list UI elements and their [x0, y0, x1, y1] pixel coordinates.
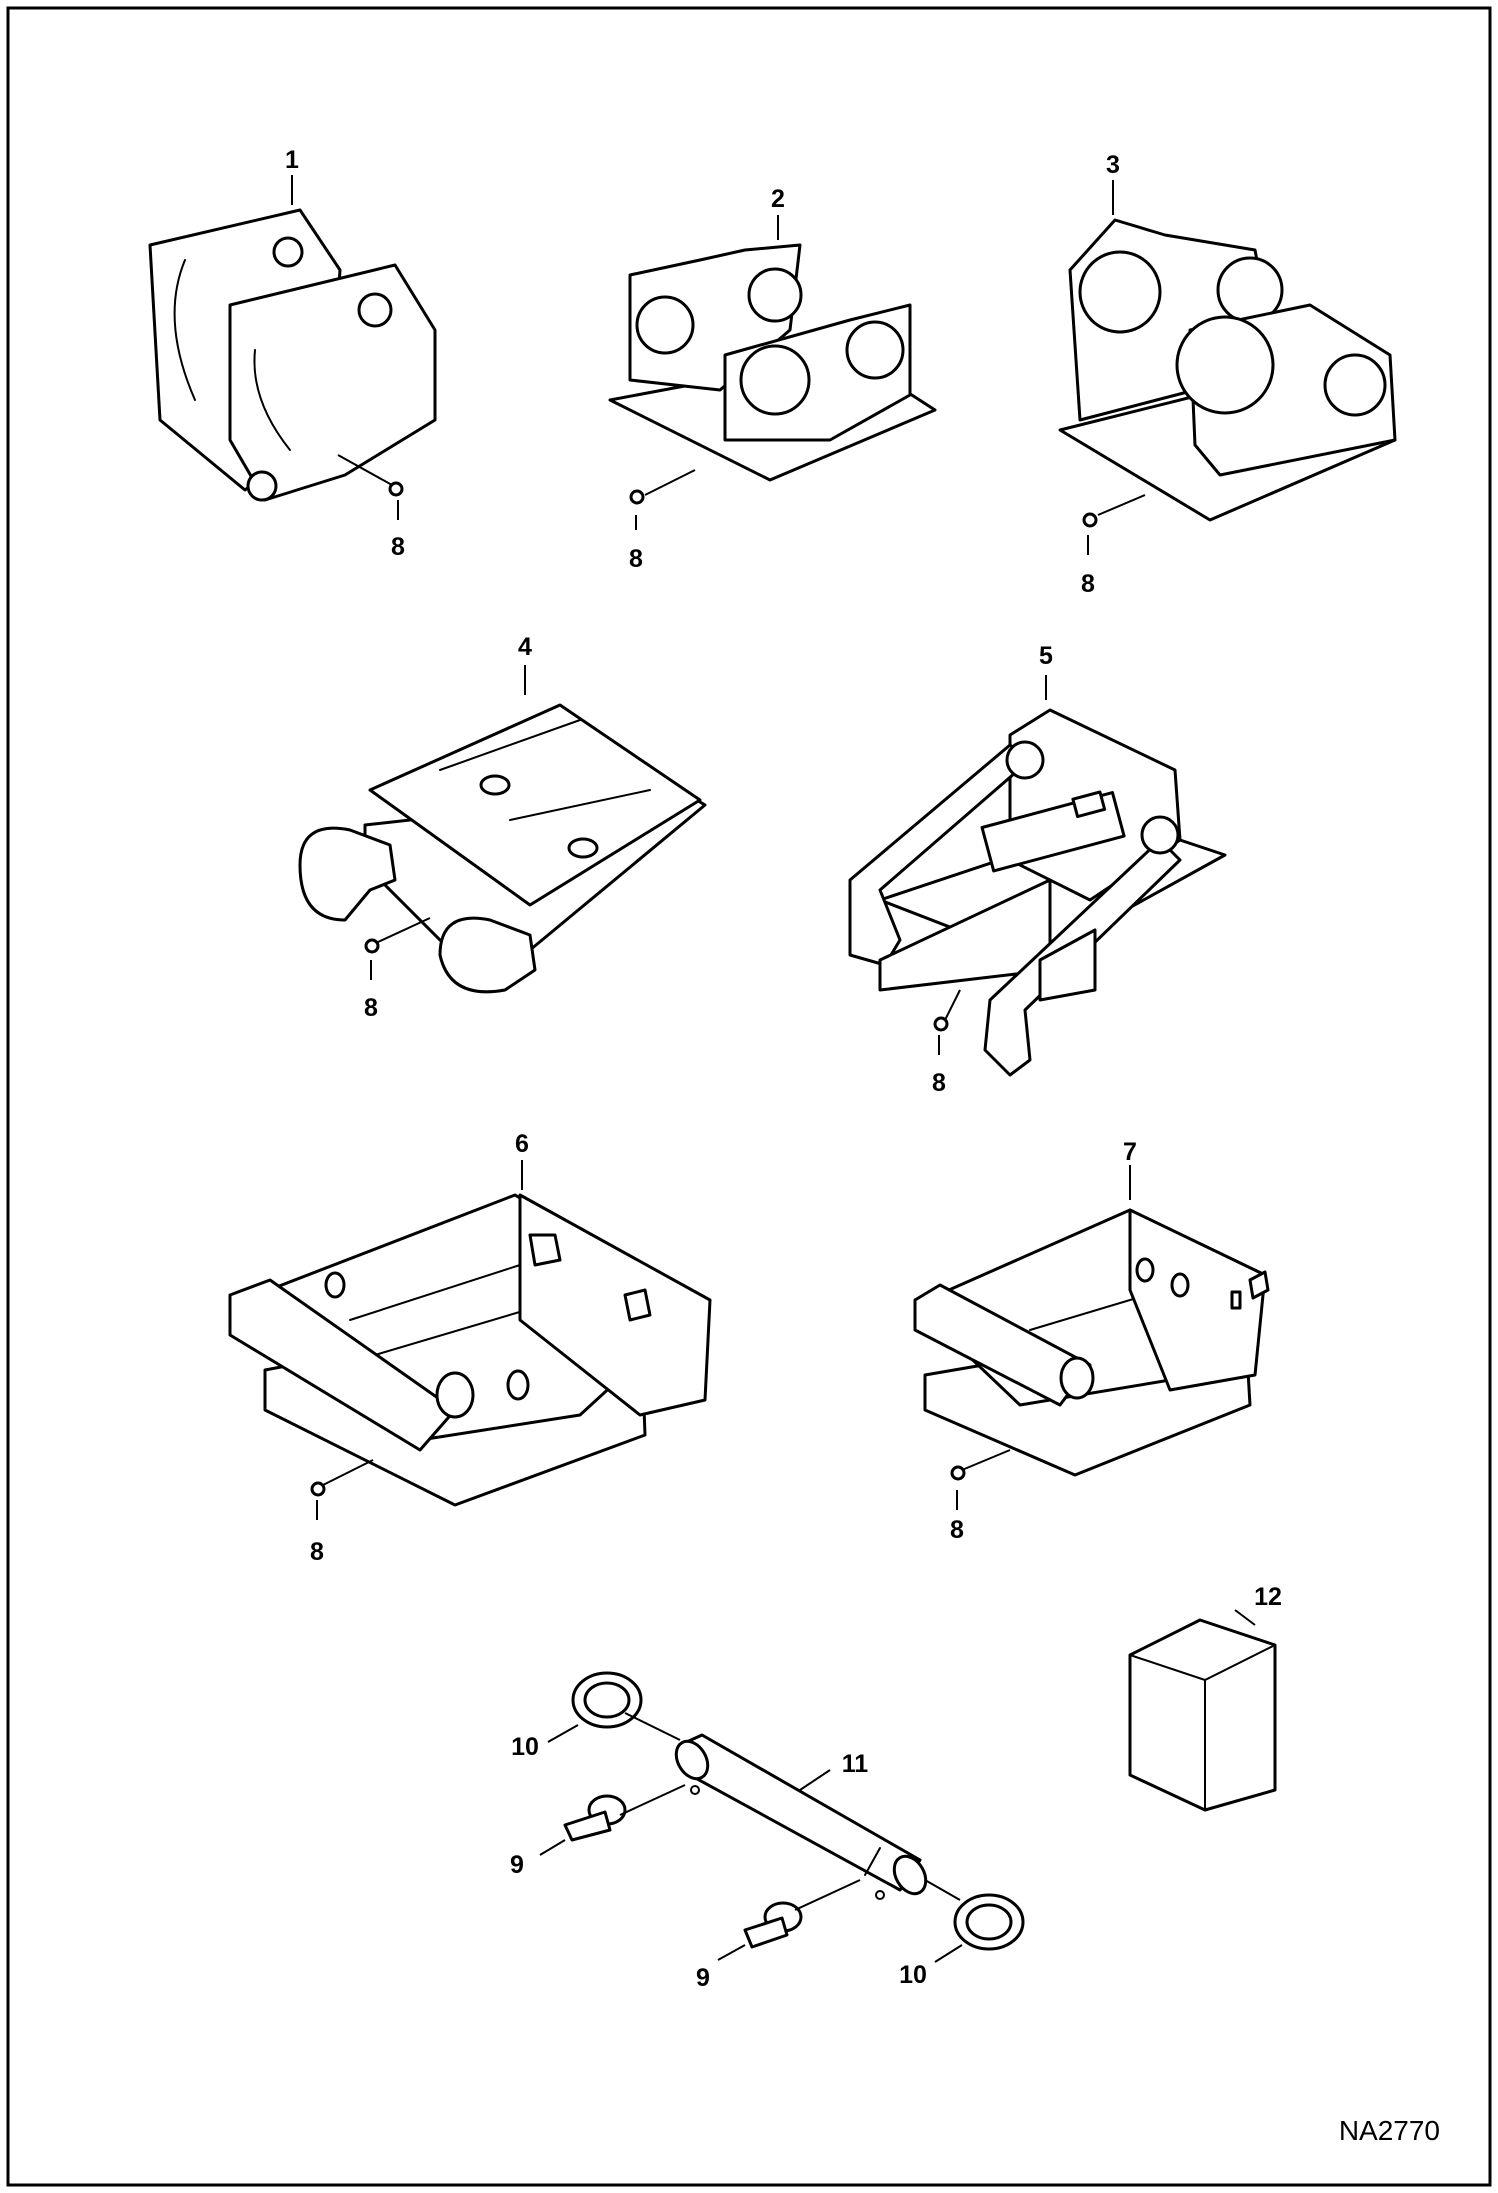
sheet-border [6, 6, 1492, 2187]
callout-1: 1 [285, 146, 299, 174]
part-10-washer-bottom [953, 1893, 1025, 1951]
leader-8f [322, 1459, 374, 1486]
grease-fitting-icon [1082, 512, 1098, 528]
callout-8d: 8 [364, 994, 378, 1022]
callout-8c: 8 [1081, 570, 1095, 598]
part-10-washer-top [571, 1671, 643, 1729]
part-4-hook-coupler [298, 703, 707, 994]
callout-8b: 8 [629, 545, 643, 573]
callout-10-top: 10 [511, 1733, 539, 1761]
drawing-number: NA2770 [1339, 2115, 1440, 2146]
part-11-pin [674, 1733, 928, 1900]
leader-10b-pin [924, 1879, 961, 1901]
leader-8b [644, 469, 696, 496]
part-5-quick-coupler [848, 708, 1227, 1077]
callout-3: 3 [1106, 151, 1120, 179]
part-12-box [1128, 1618, 1277, 1812]
callout-9-lower: 9 [696, 1964, 710, 1992]
leader-9a-pin [619, 1784, 686, 1816]
leader-8d [377, 917, 431, 943]
grease-fitting-icon [310, 1481, 326, 1497]
callout-10-bottom: 10 [899, 1961, 927, 1989]
leader-8c [1097, 494, 1146, 516]
leader-9b-pin [794, 1879, 861, 1911]
leader-8a [337, 454, 393, 486]
leader-8g [961, 1449, 1011, 1471]
grease-fitting-icon [933, 1016, 949, 1032]
part-9-lynch-pin-upper [563, 1794, 627, 1842]
part-7-small-bracket [913, 1208, 1270, 1477]
leader-10b [934, 1944, 963, 1963]
callout-11: 11 [842, 1750, 869, 1778]
leader-10a-pin [624, 1712, 681, 1741]
grease-fitting-icon [629, 489, 645, 505]
callout-8a: 8 [391, 533, 405, 561]
leader-9b [717, 1944, 746, 1961]
part-3-heavy-coupler [1058, 218, 1397, 522]
callout-12: 12 [1254, 1583, 1282, 1611]
leader-9a [539, 1839, 566, 1856]
part-1-coupler-plates [148, 208, 437, 502]
callout-9-upper: 9 [510, 1851, 524, 1879]
grease-fitting-icon [388, 481, 404, 497]
part-6-weld-plate [228, 1193, 712, 1507]
part-9-lynch-pin-lower [743, 1901, 803, 1949]
leader-8e [944, 989, 961, 1021]
leader-11 [799, 1769, 831, 1791]
leader-10a [547, 1724, 579, 1743]
callout-8e: 8 [932, 1069, 946, 1097]
callout-4: 4 [518, 633, 532, 661]
callout-5: 5 [1039, 642, 1053, 670]
callout-6: 6 [515, 1130, 529, 1158]
callout-7: 7 [1123, 1138, 1137, 1166]
callout-8g: 8 [950, 1516, 964, 1544]
callout-2: 2 [771, 185, 785, 213]
part-2-pin-coupler [608, 243, 937, 482]
leader-12 [1234, 1609, 1256, 1626]
grease-fitting-icon [364, 938, 380, 954]
grease-fitting-icon [950, 1465, 966, 1481]
callout-8f: 8 [310, 1538, 324, 1566]
